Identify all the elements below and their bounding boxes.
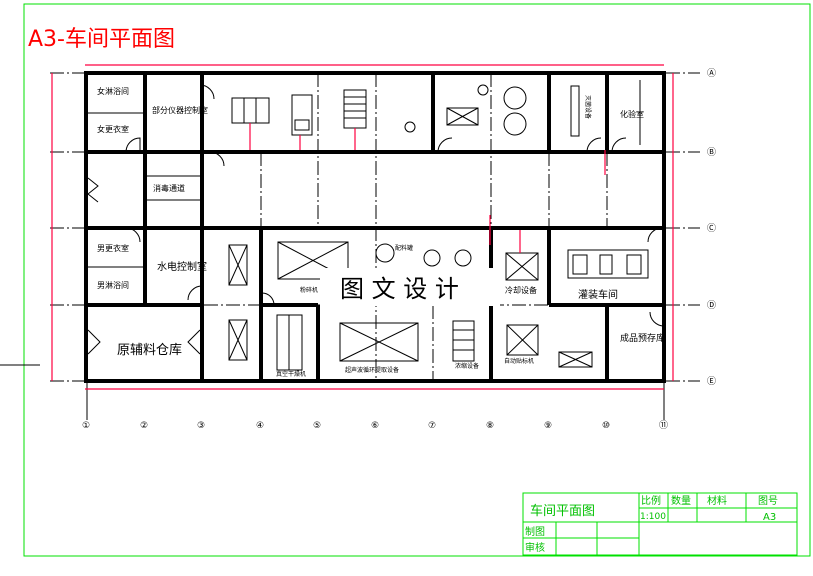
svg-text:图号: 图号 — [758, 495, 778, 507]
svg-text:材料: 材料 — [707, 494, 727, 507]
label-utility-control: 水电控制室 — [157, 260, 207, 273]
label-labeler: 自动贴标机 — [504, 357, 534, 365]
label-crusher: 粉碎机 — [300, 286, 318, 294]
svg-text:数量: 数量 — [671, 494, 691, 507]
label-conveyor: 灭菌设备 — [584, 95, 592, 119]
drawing-title: A3-车间平面图 — [28, 27, 175, 52]
svg-text:⑩: ⑩ — [602, 421, 610, 431]
svg-text:Ⓒ: Ⓒ — [707, 223, 716, 234]
svg-text:⑤: ⑤ — [313, 421, 321, 431]
svg-text:审核: 审核 — [525, 541, 545, 554]
label-male-bath: 男淋浴间 — [97, 280, 129, 290]
label-raw-store: 原辅料仓库 — [117, 342, 182, 358]
label-lab: 化验室 — [620, 109, 644, 119]
axis-labels-columns: ① ② ③ ④ ⑤ ⑥ ⑦ ⑧ ⑨ ⑩ ⑪ — [82, 420, 668, 431]
svg-text:⑦: ⑦ — [428, 421, 436, 431]
svg-text:②: ② — [140, 421, 148, 431]
equipment — [228, 80, 649, 371]
watermark-bg — [320, 268, 500, 306]
svg-text:1:100: 1:100 — [640, 512, 666, 522]
svg-text:A3: A3 — [763, 512, 776, 523]
svg-text:⑨: ⑨ — [544, 421, 552, 431]
title-block: 车间平面图 比例 数量 材料 图号 1:100 A3 制图 审核 — [522, 492, 798, 556]
drawing-name: 车间平面图 — [530, 503, 595, 519]
svg-text:Ⓐ: Ⓐ — [707, 68, 716, 79]
label-disinfection: 消毒通道 — [153, 183, 185, 193]
svg-text:⑧: ⑧ — [486, 421, 494, 431]
svg-text:④: ④ — [256, 421, 264, 431]
svg-text:③: ③ — [197, 421, 205, 431]
label-concentrator: 浓缩设备 — [455, 362, 479, 370]
label-female-dressing: 女更衣室 — [97, 124, 129, 134]
label-extraction: 超声波循环提取设备 — [345, 366, 399, 374]
label-dryer: 真空干燥机 — [276, 370, 306, 378]
svg-text:Ⓓ: Ⓓ — [707, 300, 716, 311]
label-male-dressing: 男更衣室 — [97, 243, 129, 253]
axis-labels-rows: Ⓐ Ⓑ Ⓒ Ⓓ Ⓔ — [707, 68, 716, 387]
label-tank: 配料罐 — [395, 244, 413, 252]
label-filling: 灌装车间 — [578, 288, 618, 301]
svg-text:⑪: ⑪ — [659, 420, 668, 431]
svg-text:Ⓑ: Ⓑ — [707, 147, 716, 158]
svg-text:比例: 比例 — [641, 494, 661, 507]
label-control-room: 部分仪器控制室 — [152, 105, 208, 115]
drawing-frame — [23, 3, 811, 557]
label-female-bath: 女淋浴间 — [97, 86, 129, 96]
svg-text:制图: 制图 — [525, 525, 545, 538]
label-cooling: 冷却设备 — [505, 285, 537, 295]
room-labels: 女淋浴间 女更衣室 部分仪器控制室 消毒通道 男更衣室 男淋浴间 水电控制室 原… — [97, 86, 665, 378]
label-finished-store: 成品预存库 — [620, 332, 665, 344]
dimension-marks — [51, 64, 674, 390]
watermark: 图 文 设 计 — [340, 275, 459, 303]
doors — [87, 84, 665, 355]
svg-text:①: ① — [82, 421, 90, 431]
svg-text:⑥: ⑥ — [371, 421, 379, 431]
walls — [84, 71, 666, 383]
svg-text:Ⓔ: Ⓔ — [707, 376, 716, 387]
